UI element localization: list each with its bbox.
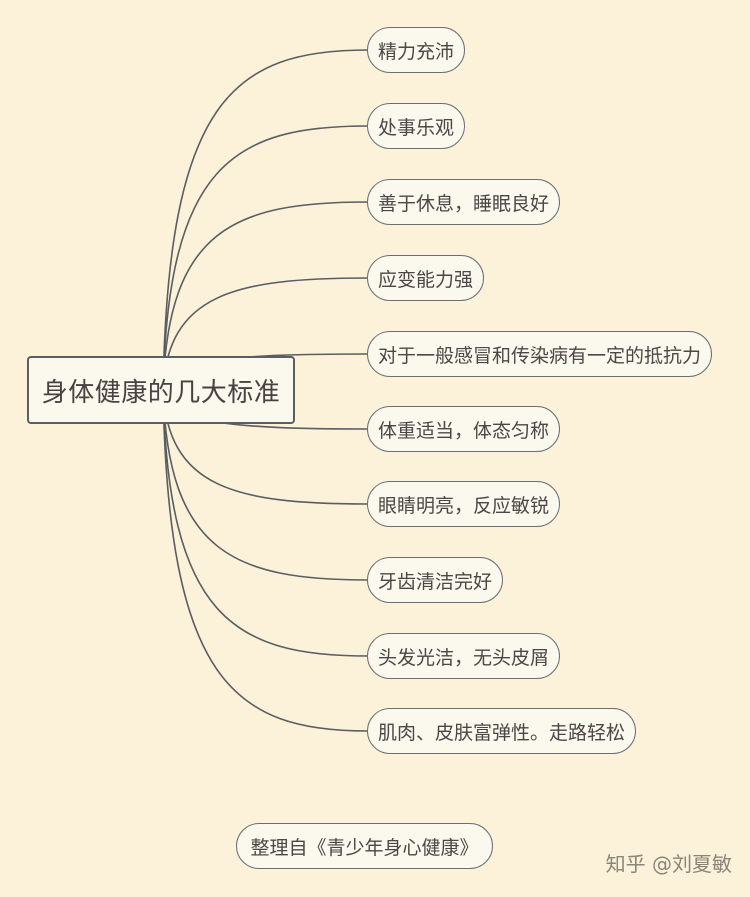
branch-bright-eyes[interactable]: 眼睛明亮，反应敏锐: [367, 481, 561, 527]
connector-line: [162, 389, 369, 581]
source-note: 整理自《青少年身心健康》: [236, 823, 493, 869]
central-topic[interactable]: 身体健康的几大标准: [27, 356, 295, 424]
connector-line: [162, 49, 369, 391]
branch-weight[interactable]: 体重适当，体态匀称: [367, 406, 561, 452]
branch-resistance[interactable]: 对于一般感冒和传染病有一定的抵抗力: [367, 331, 713, 377]
branch-adaptability[interactable]: 应变能力强: [367, 255, 485, 301]
connector-line: [162, 389, 369, 732]
branch-teeth[interactable]: 牙齿清洁完好: [367, 557, 504, 603]
branch-energetic[interactable]: 精力充沛: [367, 27, 466, 73]
branch-hair[interactable]: 头发光洁，无头皮屑: [367, 633, 561, 679]
watermark: 知乎 @刘夏敏: [605, 852, 732, 876]
connector-line: [162, 389, 369, 657]
branch-muscle-skin[interactable]: 肌肉、皮肤富弹性。走路轻松: [367, 708, 637, 754]
connector-line: [162, 201, 369, 391]
connector-line: [162, 125, 369, 391]
branch-good-rest[interactable]: 善于休息，睡眠良好: [367, 179, 561, 225]
branch-optimistic[interactable]: 处事乐观: [367, 103, 466, 149]
